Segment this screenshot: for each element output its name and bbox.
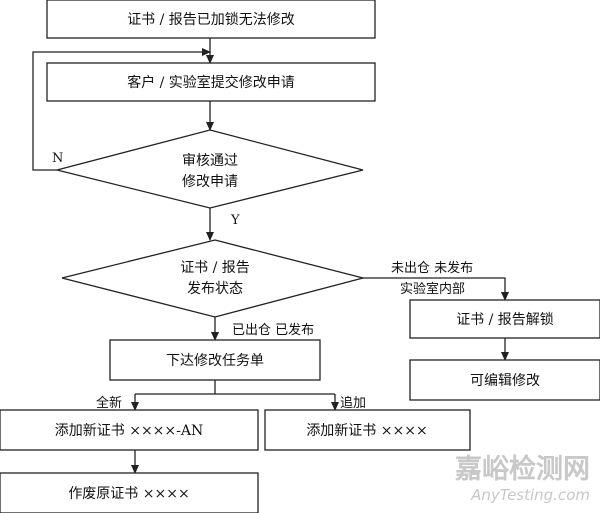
edge-label-brand-new: 全新 [96,395,122,411]
edge-label-issued: 已出仓 已发布 [232,322,314,338]
node-editable-box [409,359,600,401]
node-review-line1: 审核通过 [182,153,238,169]
node-status-decision [61,239,366,318]
node-unlock-box [409,299,600,339]
node-new-cert-box [264,409,471,451]
node-review-decision [56,129,364,209]
node-status-line2: 发布状态 [187,281,243,297]
node-new-cert-label: 添加新证书 ×××× [306,423,427,439]
edge-label-internal: 实验室内部 [400,281,465,297]
watermark: 嘉峪检测网 AnyTesting.com [455,453,590,504]
node-new-cert-an-box [0,409,259,451]
edge-status-to-unlock [363,277,509,301]
edge-label-unissued: 未出仓 未发布 [391,260,473,276]
node-void-original-box [0,472,259,513]
node-submit-label: 客户 / 实验室提交修改申请 [127,74,295,91]
node-task-box [109,339,321,381]
node-review-line2: 修改申请 [182,174,238,190]
node-void-original-label: 作废原证书 ×××× [68,486,189,502]
node-submit-box [46,62,376,102]
edge-label-no: N [52,151,63,166]
node-status-line1: 证书 / 报告 [180,260,250,276]
watermark-en: AnyTesting.com [470,486,590,504]
node-unlock-label: 证书 / 报告解锁 [456,312,554,328]
edge-label-yes: Y [230,213,240,228]
node-new-cert-an-label: 添加新证书 ××××-AN [55,423,203,439]
node-editable-label: 可编辑修改 [470,373,540,389]
watermark-cn: 嘉峪检测网 [455,453,590,485]
node-task-label: 下达修改任务单 [166,353,264,369]
edge-review-no-loop [32,48,211,171]
edge-label-append: 追加 [340,395,366,411]
node-locked-label: 证书 / 报告已加锁无法修改 [127,12,295,28]
node-locked-box [46,0,376,39]
